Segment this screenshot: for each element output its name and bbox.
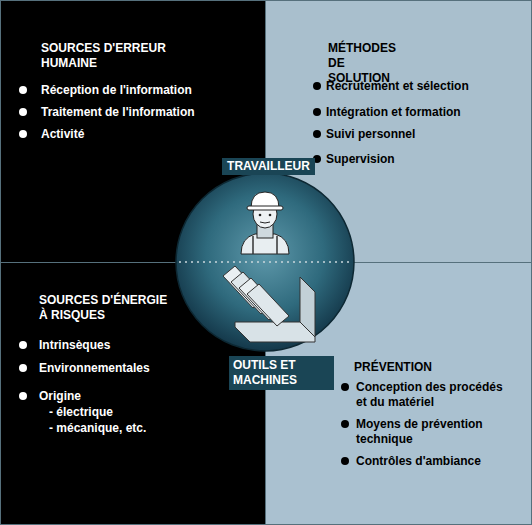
list-item: Intrinsèques bbox=[39, 338, 115, 353]
bullet-dot bbox=[19, 130, 27, 138]
list-item: - mécanique, etc. bbox=[49, 421, 151, 436]
panel-heading: SOURCES D'ERREUR HUMAINE bbox=[41, 41, 196, 71]
bullet-dot bbox=[313, 82, 321, 90]
list-item: Traitement de l'information bbox=[41, 105, 199, 120]
bullet-dot bbox=[313, 130, 321, 138]
bullet-dot bbox=[341, 457, 349, 465]
list-item: Suivi personnel bbox=[326, 127, 420, 142]
list-item: Conception des procédés et du matériel bbox=[356, 380, 510, 410]
list-item: Origine bbox=[39, 389, 86, 404]
list-item: Contrôles d'ambiance bbox=[356, 454, 485, 469]
center-circle: TRAVAILLEUROUTILS ET MACHINES bbox=[175, 172, 355, 352]
list-item: Intégration et formation bbox=[326, 105, 465, 120]
bullet-dot bbox=[19, 86, 27, 94]
bullet-dot bbox=[19, 364, 27, 372]
bullet-dot bbox=[19, 392, 27, 400]
panel-heading: PRÉVENTION bbox=[354, 360, 437, 375]
worker-label: TRAVAILLEUR bbox=[222, 158, 315, 175]
list-item: Supervision bbox=[326, 152, 399, 167]
list-item: Activité bbox=[41, 127, 89, 142]
list-item: Environnementales bbox=[39, 361, 154, 376]
bullet-dot bbox=[19, 341, 27, 349]
bullet-dot bbox=[341, 383, 349, 391]
bullet-dot bbox=[341, 420, 349, 428]
list-item: Moyens de prévention technique bbox=[356, 417, 513, 447]
worker-machine-illustration bbox=[175, 172, 355, 352]
machine-label: OUTILS ET MACHINES bbox=[229, 356, 334, 390]
list-item: Réception de l'information bbox=[41, 83, 196, 98]
panel-heading: SOURCES D'ÉNERGIE À RISQUES bbox=[39, 293, 174, 323]
bullet-dot bbox=[19, 108, 27, 116]
list-item: - électrique bbox=[49, 405, 118, 420]
list-item: Recrutement et sélection bbox=[326, 79, 473, 94]
bullet-dot bbox=[313, 108, 321, 116]
